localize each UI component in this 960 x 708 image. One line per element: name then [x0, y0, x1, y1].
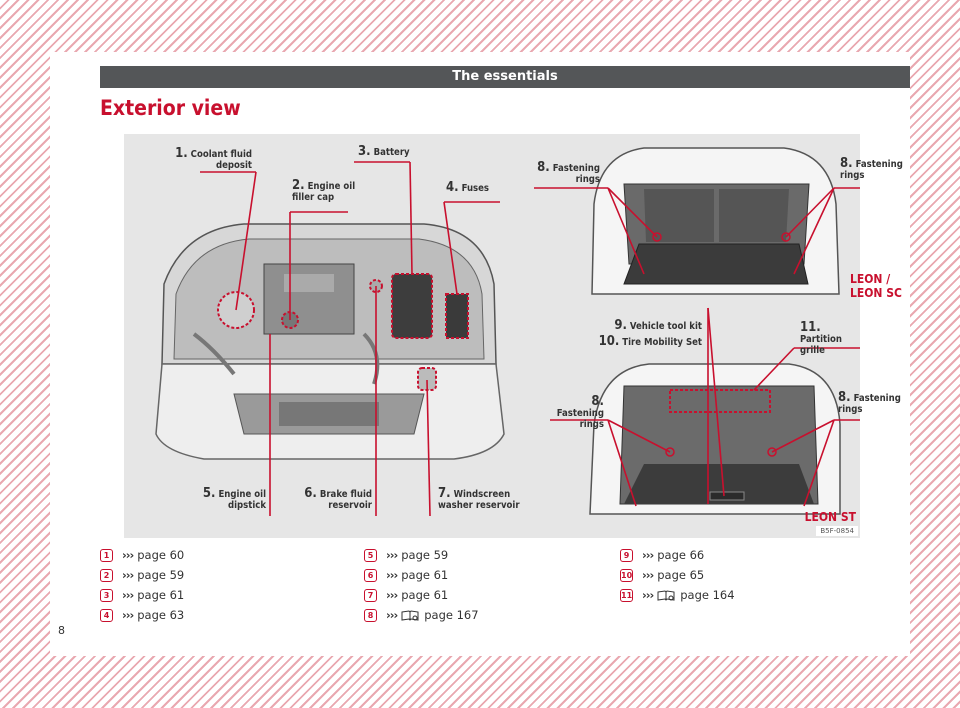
ref-8[interactable]: 8››› page 167 [364, 606, 479, 624]
callout-8-bottom-left: 8. Fastening rings [556, 394, 604, 430]
page-number: 8 [58, 624, 65, 637]
ref-9[interactable]: 9›››page 66 [620, 546, 704, 564]
figure-code: B5F-0854 [816, 526, 858, 536]
ref-10[interactable]: 10›››page 65 [620, 568, 705, 582]
callout-6: 6. Brake fluid reservoir [304, 486, 372, 511]
page-title: Exterior view [100, 96, 241, 120]
section-header: The essentials [100, 66, 910, 88]
ref-6[interactable]: 6›››page 61 [364, 566, 448, 584]
ref-4[interactable]: 4›››page 63 [100, 606, 184, 624]
manual-page: The essentials Exterior view [50, 52, 910, 656]
callout-4: 4. Fuses [446, 180, 490, 195]
callout-2: 2. Engine oil filler cap [292, 178, 356, 203]
ref-2[interactable]: 2›››page 59 [100, 566, 184, 584]
callout-1: 1. Coolant fluid deposit [175, 146, 252, 171]
figure-illustration [155, 147, 860, 517]
callout-7: 7. Windscreen washer reservoir [438, 486, 520, 511]
callout-5: 5. Engine oil dipstick [202, 486, 266, 511]
callout-11: 11. Partition grille [800, 320, 842, 356]
callout-8-bottom-right: 8. Fastening rings [838, 390, 901, 415]
callout-9: 9. Vehicle tool kit [614, 318, 702, 333]
callout-3: 3. Battery [358, 144, 410, 159]
model-label-estate: LEON ST [804, 510, 856, 524]
callout-8-top-left: 8. Fastening rings [537, 160, 600, 185]
page-references: 1›››page 60 2›››page 59 3›››page 61 4›››… [50, 546, 910, 626]
callout-10: 10. Tire Mobility Set [598, 334, 702, 349]
leader-lines [200, 161, 860, 517]
book-icon [401, 609, 419, 621]
callout-8-top-right: 8. Fastening rings [840, 156, 903, 181]
hatch-boot-illustration [591, 147, 840, 295]
ref-7[interactable]: 7›››page 61 [364, 586, 448, 604]
exterior-view-figure: 1. Coolant fluid deposit 2. Engine oil f… [124, 134, 903, 538]
ref-5[interactable]: 5›››page 59 [364, 546, 448, 564]
ref-3[interactable]: 3›››page 61 [100, 586, 184, 604]
ref-11[interactable]: 11››› page 164 [620, 588, 735, 602]
engine-bay-illustration [155, 223, 505, 460]
ref-1[interactable]: 1›››page 60 [100, 546, 184, 564]
book-icon [657, 589, 675, 601]
